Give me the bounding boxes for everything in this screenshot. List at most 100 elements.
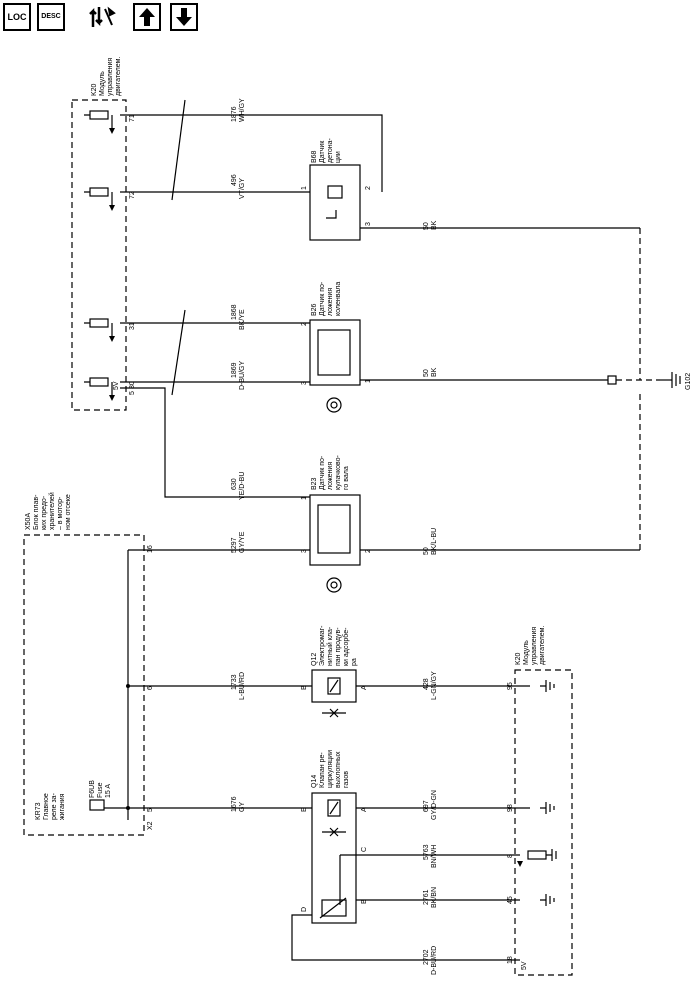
wire-630-color: YE/D-BU: [239, 472, 246, 500]
diagram-line: [540, 802, 555, 814]
diagram-line: [329, 801, 339, 815]
diagram-line: [126, 684, 130, 688]
v5-top: 5V: [113, 381, 120, 390]
b23-pin2: 2: [365, 549, 372, 553]
b23-line1: Датчик по-: [319, 455, 326, 490]
x50a-pin16: 16: [147, 545, 154, 553]
diagram-line: [109, 205, 115, 211]
diagram-line: [109, 128, 115, 134]
diagram-line: [546, 849, 557, 861]
diagram-line: [671, 372, 681, 388]
desc-button[interactable]: DESC: [37, 3, 65, 31]
diagram-line: [109, 336, 115, 342]
v5-bottom: 5V: [521, 961, 528, 970]
diagram-line: [109, 395, 115, 401]
q12-pin-a: A: [361, 685, 368, 690]
diagram-line: [89, 377, 109, 387]
diagram-line: [329, 679, 339, 693]
wire-697-num: 697: [423, 800, 430, 812]
diagram-line: [540, 680, 555, 692]
diagram-line: [139, 8, 155, 26]
wire-1676-color: GY: [239, 802, 246, 812]
wire-5763-num: 5763: [423, 844, 430, 860]
q12-pin-b: B: [301, 685, 308, 690]
diagram-line: [95, 7, 103, 27]
k20-pin95: 95: [507, 682, 514, 690]
wire-1876-num: 1876: [231, 106, 238, 122]
diagram-line: [126, 806, 130, 810]
diagram-line: [607, 375, 617, 385]
diagram-line: [89, 110, 109, 120]
x50a-line5: ном отсеке: [65, 494, 72, 530]
b23-line2: ложения: [327, 462, 334, 490]
wire-2702-num: 2702: [423, 949, 430, 965]
wire-697-color: GY/D-GN: [431, 790, 438, 820]
q14-line1: Клапан ре-: [319, 752, 326, 788]
diagram-line: [321, 899, 347, 917]
x50a-line4: – в мотор-: [57, 496, 64, 530]
wire-2702: [291, 914, 520, 961]
x50a-id: X50A: [25, 513, 32, 530]
diagram-line: [89, 7, 97, 27]
kr73-line3: жигания: [59, 793, 66, 820]
wire-50c-num: 50: [423, 547, 430, 555]
k20-bottom-line1: Модуль: [523, 640, 530, 665]
b68-id: B68: [311, 150, 318, 163]
wire-50a-color: BK: [431, 220, 438, 230]
arrow-up-icon: [139, 8, 155, 26]
b26-box: [309, 319, 361, 386]
wire-1676-num: 1676: [231, 796, 238, 812]
b23-line3: кулачково-: [335, 454, 342, 490]
b26-line2: ложения: [327, 288, 334, 316]
q14-pin-b: B: [361, 899, 368, 904]
wire-5763-color: BN/WH: [431, 845, 438, 868]
b23-id: B23: [311, 477, 318, 490]
wire-496-num: 496: [231, 174, 238, 186]
fuse-line1: Fuse: [97, 782, 104, 798]
diagram-line: [330, 401, 338, 409]
diagram-line: [104, 6, 116, 26]
diagram-line: [171, 309, 186, 396]
wire-1869-num: 1869: [231, 362, 238, 378]
diagram-line: [517, 861, 523, 867]
x50a-pin6: 6: [147, 686, 154, 690]
fuse-line2: 15 A: [105, 784, 112, 798]
tools-button[interactable]: [88, 3, 116, 31]
x50a-line2: ких предо-: [41, 495, 48, 530]
toolbar: LOC DESC: [0, 0, 210, 40]
wire-496-color: VT/GY: [239, 178, 246, 199]
diagram-line: [330, 581, 338, 589]
q12-line4: ки адсорбе-: [342, 627, 350, 666]
wire-50b-color: BK: [431, 367, 438, 377]
diagram-line: [327, 185, 343, 199]
b26-inner: [317, 329, 351, 376]
b68-pin2: 2: [365, 186, 372, 190]
k20-pin45: 45: [507, 896, 514, 904]
x50a-line3: хранителей: [48, 492, 56, 530]
b26-id: B26: [311, 303, 318, 316]
k20-top-line2: управления: [107, 58, 114, 96]
x50a-pin5: 5: [147, 808, 154, 812]
b23-box: [309, 494, 361, 566]
b23-inner: [317, 504, 351, 554]
diagram-line: [171, 99, 186, 201]
arrow-down-button[interactable]: [170, 3, 198, 31]
wire-1876-color: WH/GY: [239, 98, 246, 122]
wire-428-num: 428: [423, 678, 430, 690]
q14-line3: выхлопных: [335, 751, 342, 788]
b23-pin1: 1: [301, 496, 308, 500]
b23-line4: го вала: [343, 466, 350, 490]
loc-button[interactable]: LOC: [3, 3, 31, 31]
k20-pin98: 98: [507, 804, 514, 812]
q12-line2: нитный кла-: [326, 626, 334, 666]
b68-line1: Датчик: [319, 140, 326, 163]
wire-1869-color: D-BU/GY: [239, 361, 246, 391]
kr73-id: KR73: [35, 802, 42, 820]
k20-top-line3: двигателем.: [115, 57, 122, 96]
desc-button-label: DESC: [41, 13, 61, 20]
arrow-up-button[interactable]: [133, 3, 161, 31]
k20-top-id: K20: [91, 83, 98, 96]
k20-bottom-line2: управления: [531, 627, 538, 665]
diagram-line: [326, 397, 342, 413]
